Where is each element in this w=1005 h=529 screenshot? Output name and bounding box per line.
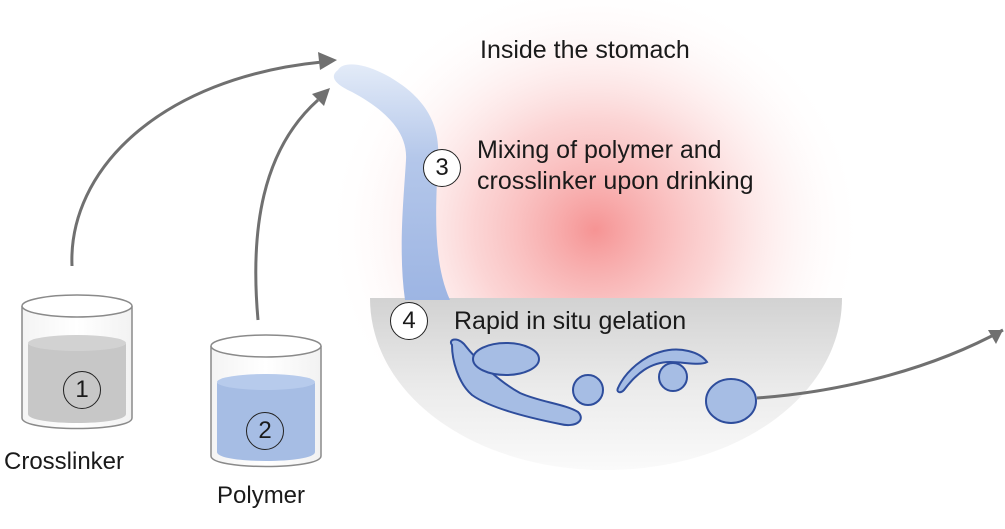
gel-blob-large xyxy=(705,378,757,424)
gel-blob-oval xyxy=(472,342,540,376)
crosslinker-arrow xyxy=(70,60,323,267)
gel-pieces xyxy=(450,338,757,426)
gel-blob-small xyxy=(572,374,604,406)
gel-bowl xyxy=(370,298,842,470)
gel-strand xyxy=(450,338,582,426)
polymer-arrowhead-icon xyxy=(312,88,330,106)
polymer-label: Polymer xyxy=(217,482,306,509)
gel-crescent xyxy=(616,348,709,394)
polymer-stream xyxy=(333,64,450,300)
gelation-label: Rapid in situ gelation xyxy=(454,307,687,335)
step-3-badge: 3 xyxy=(423,149,461,187)
crosslinker-label: Crosslinker xyxy=(4,448,125,475)
crosslinker-arrowhead-icon xyxy=(318,52,337,70)
exit-arrowhead-icon xyxy=(988,330,1003,344)
mixing-label-line1: Mixing of polymer and xyxy=(477,136,722,164)
polymer-arrow xyxy=(254,98,319,321)
mixing-label-line2: crosslinker upon drinking xyxy=(477,167,754,195)
step-1-badge: 1 xyxy=(63,371,101,409)
gel-blob-medium xyxy=(658,362,688,392)
step-4-badge: 4 xyxy=(390,302,428,340)
stomach-title: Inside the stomach xyxy=(480,36,690,64)
step-2-badge: 2 xyxy=(246,412,284,450)
exit-arrow xyxy=(756,328,1004,400)
